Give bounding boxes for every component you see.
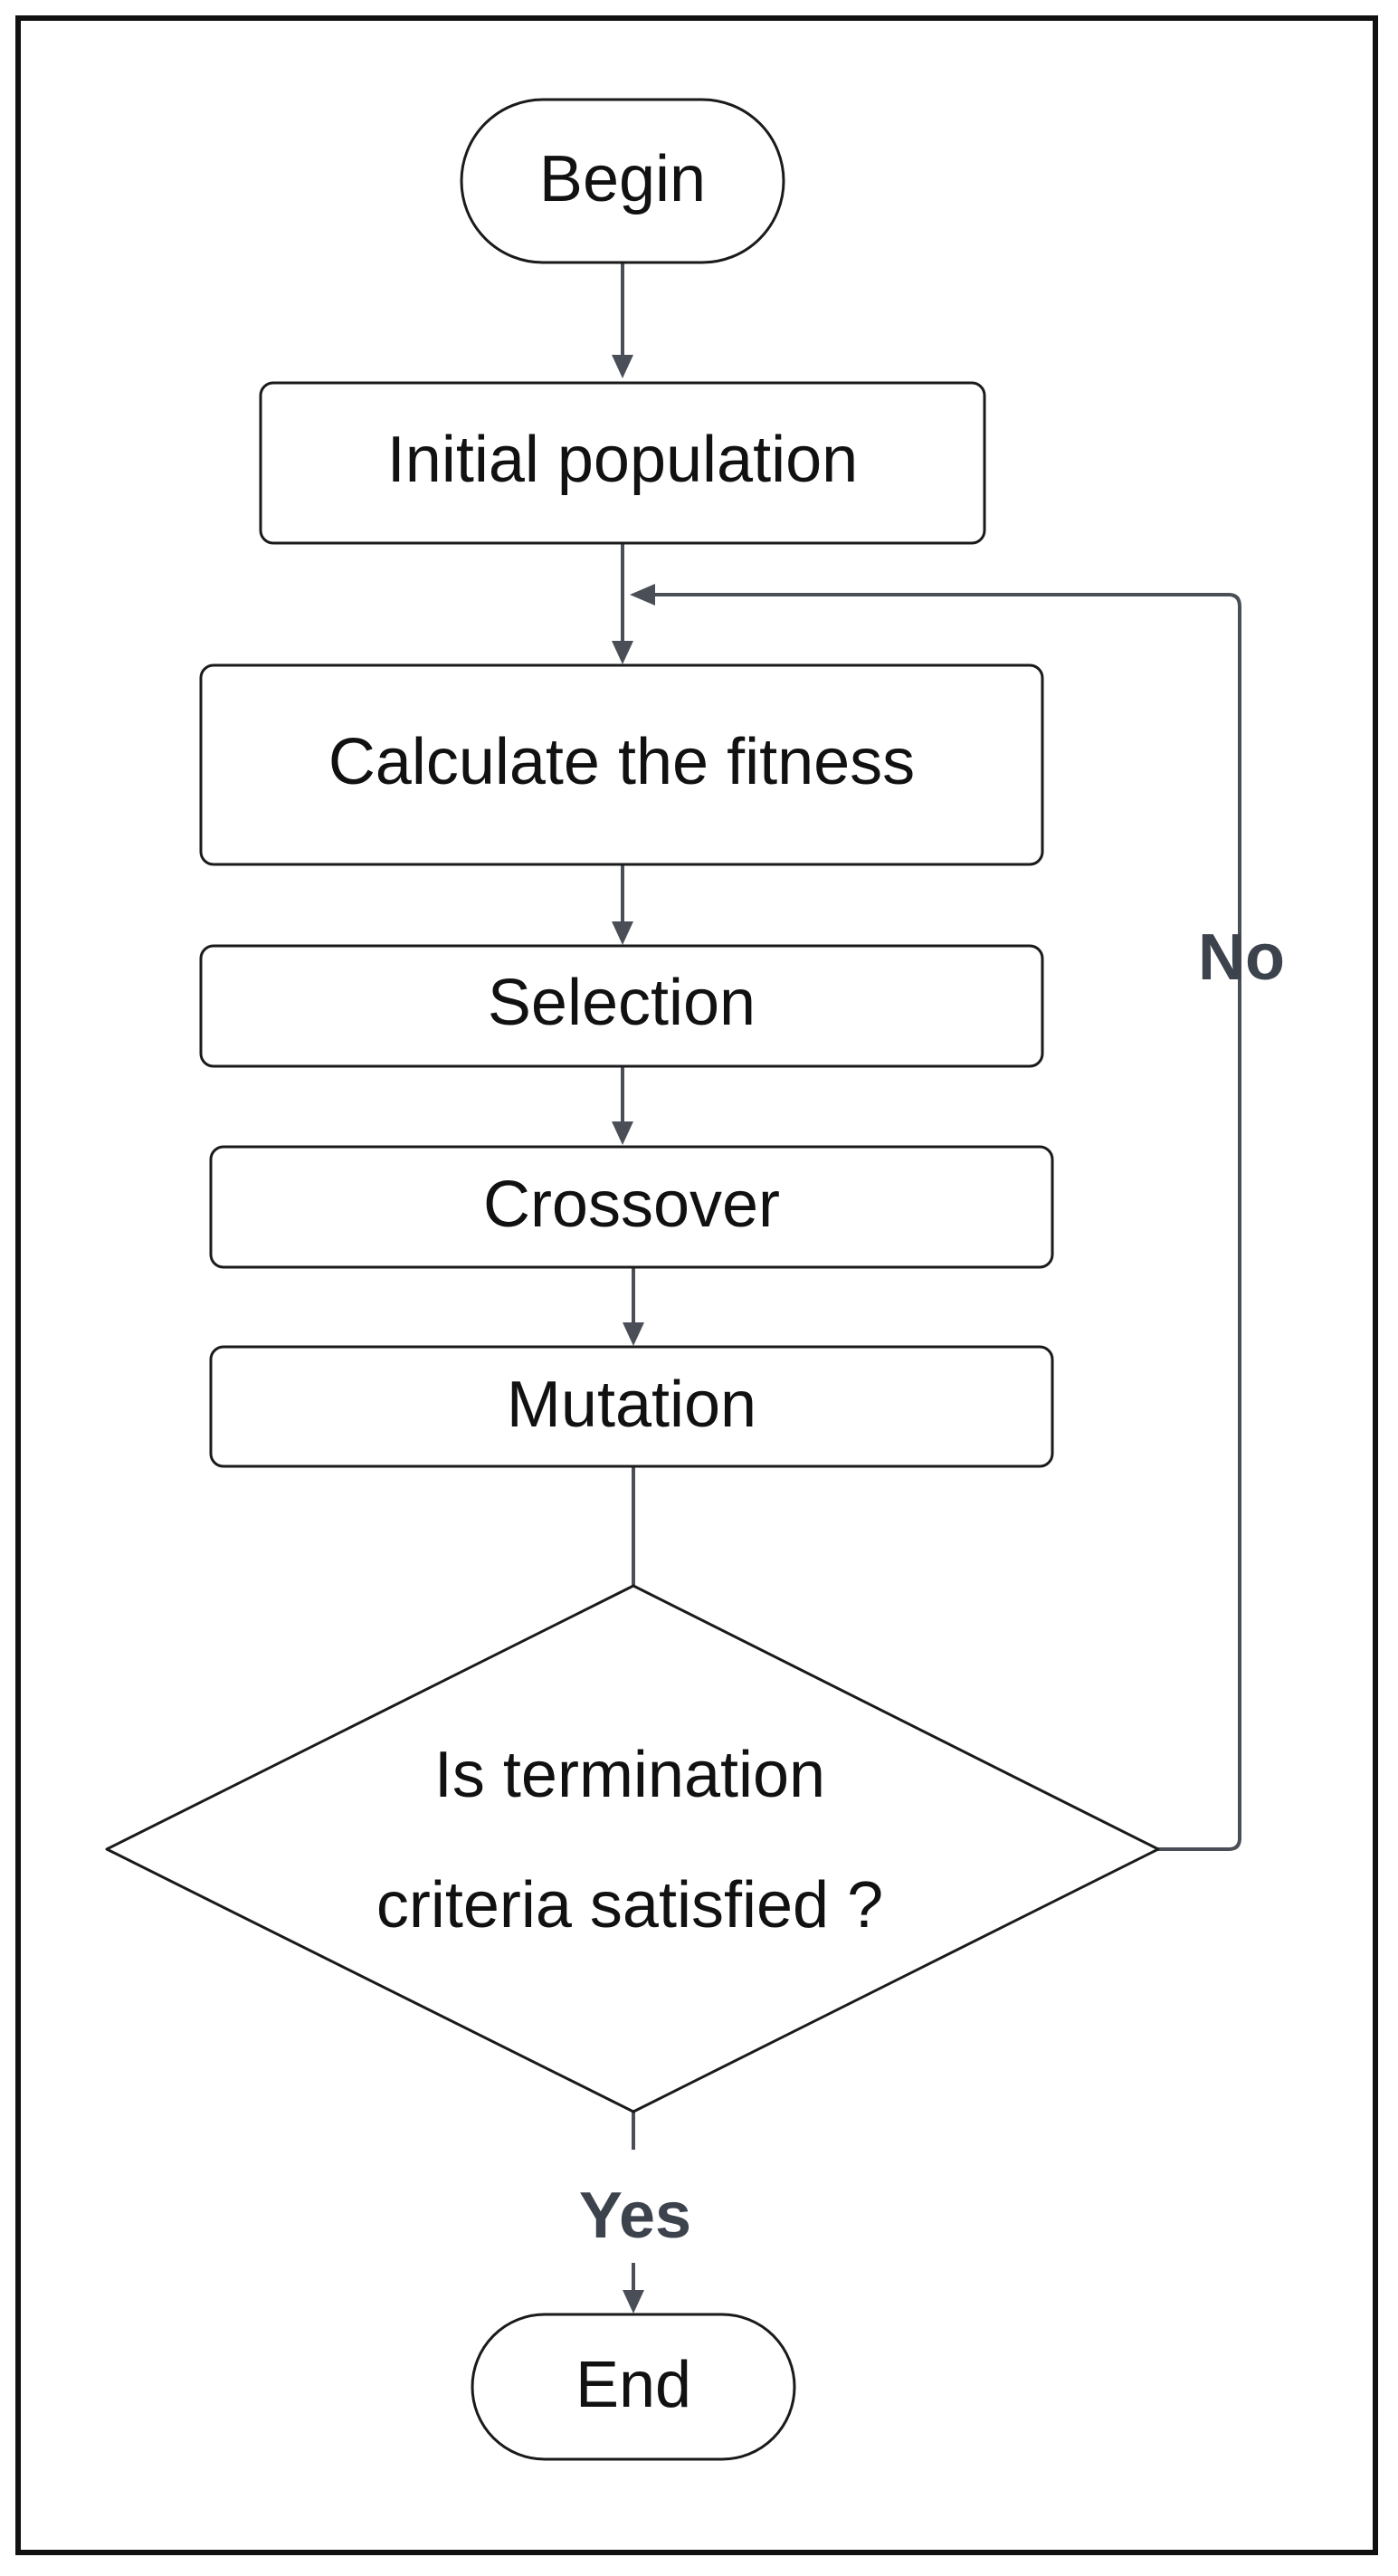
mutation-shape [209, 1345, 1054, 1468]
decision-shape [105, 1584, 1160, 2113]
calculate-fitness-shape [199, 663, 1044, 866]
begin-node: Begin [460, 98, 785, 264]
end-node: End [471, 2313, 796, 2461]
arrowhead-mutation [623, 1322, 644, 1346]
edge-label-no: No [1198, 921, 1285, 994]
decision-label-line2: criteria satisfied ? [376, 1869, 883, 1942]
arrowhead-fitness [612, 641, 633, 664]
begin-shape [460, 98, 785, 264]
edge-no-loop [651, 593, 1241, 1851]
selection-shape [199, 944, 1044, 1068]
initial-population-node: Initial population [259, 381, 986, 545]
arrowhead-crossover [612, 1121, 633, 1145]
selection-label: Selection [488, 967, 756, 1039]
calculate-fitness-label: Calculate the fitness [328, 726, 915, 798]
arrowhead-selection [612, 921, 633, 945]
crossover-label: Crossover [483, 1169, 780, 1241]
connectors [612, 262, 1241, 2314]
mutation-node: Mutation [209, 1345, 1054, 1468]
calculate-fitness-node: Calculate the fitness [199, 663, 1044, 866]
arrowhead-initial [612, 355, 633, 378]
termination-decision-node: Is termination criteria satisfied ? [105, 1584, 1160, 2113]
initial-population-label: Initial population [387, 424, 858, 496]
end-label: End [575, 2349, 691, 2421]
crossover-node: Crossover [209, 1145, 1054, 1269]
arrowhead-loop [630, 584, 655, 606]
edge-label-yes: Yes [579, 2180, 691, 2252]
initial-population-shape [259, 381, 986, 545]
begin-label: Begin [539, 143, 706, 215]
crossover-shape [209, 1145, 1054, 1269]
decision-label-line1: Is termination [434, 1739, 825, 1811]
outer-frame [15, 15, 1378, 2555]
arrowhead-end [623, 2290, 644, 2314]
end-shape [471, 2313, 796, 2461]
mutation-label: Mutation [507, 1369, 756, 1441]
selection-node: Selection [199, 944, 1044, 1068]
